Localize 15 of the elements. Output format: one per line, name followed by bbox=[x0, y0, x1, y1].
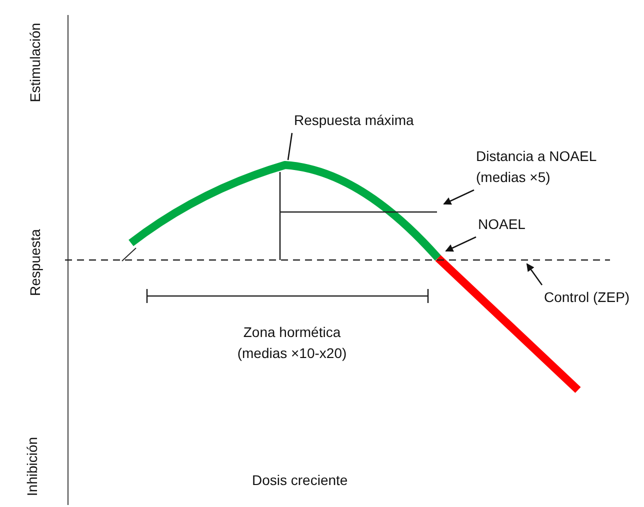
callout-text: Distancia a NOAEL (medias ×5) bbox=[476, 146, 626, 188]
axis-label: Dosis creciente bbox=[252, 471, 348, 490]
axis-label: Inhibición bbox=[22, 436, 41, 496]
leader-line bbox=[287, 132, 293, 160]
axis-label: Respuesta bbox=[25, 228, 44, 296]
callout-text: Respuesta máxima bbox=[294, 110, 414, 131]
callout-text: Control (ZEP) bbox=[544, 287, 630, 308]
reference-line bbox=[279, 171, 438, 261]
arrow bbox=[526, 263, 543, 286]
control-baseline bbox=[65, 259, 610, 261]
axis-label: Estimulación bbox=[26, 22, 44, 102]
arrow bbox=[445, 236, 476, 252]
arrow bbox=[443, 189, 474, 205]
dimension-label: Zona hormética (medias ×10-x20) bbox=[236, 323, 348, 363]
callout-text: NOAEL bbox=[478, 214, 526, 235]
